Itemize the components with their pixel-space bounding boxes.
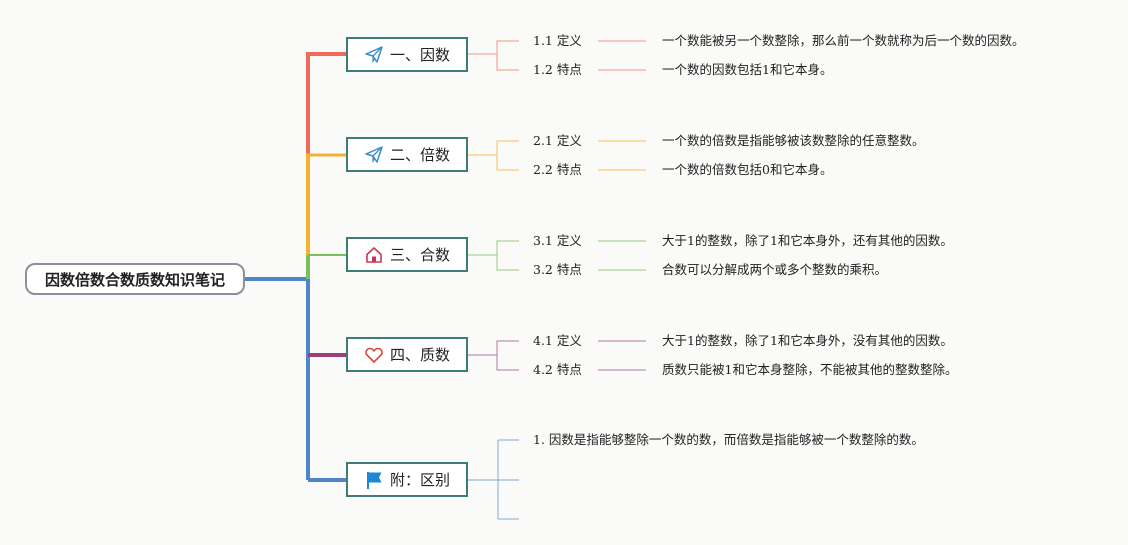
root-topic-label: 因数倍数合数质数知识笔记 bbox=[44, 270, 225, 289]
topic-label: 一、因数 bbox=[389, 46, 450, 64]
topic-factor[interactable]: 一、因数 bbox=[346, 37, 468, 72]
subtopic-label[interactable]: 3.2 特点 bbox=[533, 262, 582, 277]
subtopic-label[interactable]: 4.2 特点 bbox=[533, 362, 582, 377]
flag-icon bbox=[364, 470, 384, 490]
paper-plane-icon bbox=[364, 45, 384, 65]
subtopic-description[interactable]: 一个数的倍数包括0和它本身。 bbox=[662, 162, 833, 177]
subtopic-description[interactable]: 合数可以分解成两个或多个整数的乘积。 bbox=[662, 262, 888, 277]
subtopic-description[interactable]: 一个数能被另一个数整除，那么前一个数就称为后一个数的因数。 bbox=[662, 33, 1025, 48]
topic-prime[interactable]: 四、质数 bbox=[346, 337, 468, 372]
subtopic-label[interactable]: 4.1 定义 bbox=[533, 333, 582, 348]
subtopic-label[interactable]: 1.1 定义 bbox=[533, 33, 582, 48]
subtopic-label[interactable]: 1.2 特点 bbox=[533, 62, 582, 77]
subtopic-description[interactable]: 质数只能被1和它本身整除，不能被其他的整数整除。 bbox=[662, 362, 958, 377]
heart-icon bbox=[364, 345, 384, 365]
subtopic-description[interactable]: 大于1的整数，除了1和它本身外，还有其他的因数。 bbox=[662, 233, 953, 248]
subtopic-description[interactable]: 一个数的倍数是指能够被该数整除的任意整数。 bbox=[662, 133, 925, 148]
topic-label: 二、倍数 bbox=[389, 146, 450, 164]
paper-plane-icon bbox=[364, 145, 384, 165]
topic-composite[interactable]: 三、合数 bbox=[346, 237, 468, 272]
home-icon bbox=[364, 245, 384, 265]
topic-label: 三、合数 bbox=[389, 246, 450, 264]
root-topic[interactable]: 因数倍数合数质数知识笔记 bbox=[25, 263, 245, 295]
topic-label: 附：区别 bbox=[389, 471, 450, 489]
subtopic-label[interactable]: 2.2 特点 bbox=[533, 162, 582, 177]
subtopic-label[interactable]: 1. 因数是指能够整除一个数的数，而倍数是指能够被一个数整除的数。 bbox=[533, 432, 924, 447]
subtopic-label[interactable]: 2.1 定义 bbox=[533, 133, 582, 148]
subtopic-label[interactable]: 3.1 定义 bbox=[533, 233, 582, 248]
topic-difference[interactable]: 附：区别 bbox=[346, 462, 468, 497]
topic-label: 四、质数 bbox=[389, 346, 450, 364]
subtopic-description[interactable]: 大于1的整数，除了1和它本身外，没有其他的因数。 bbox=[662, 333, 953, 348]
subtopic-description[interactable]: 一个数的因数包括1和它本身。 bbox=[662, 62, 833, 77]
topic-multiple[interactable]: 二、倍数 bbox=[346, 137, 468, 172]
